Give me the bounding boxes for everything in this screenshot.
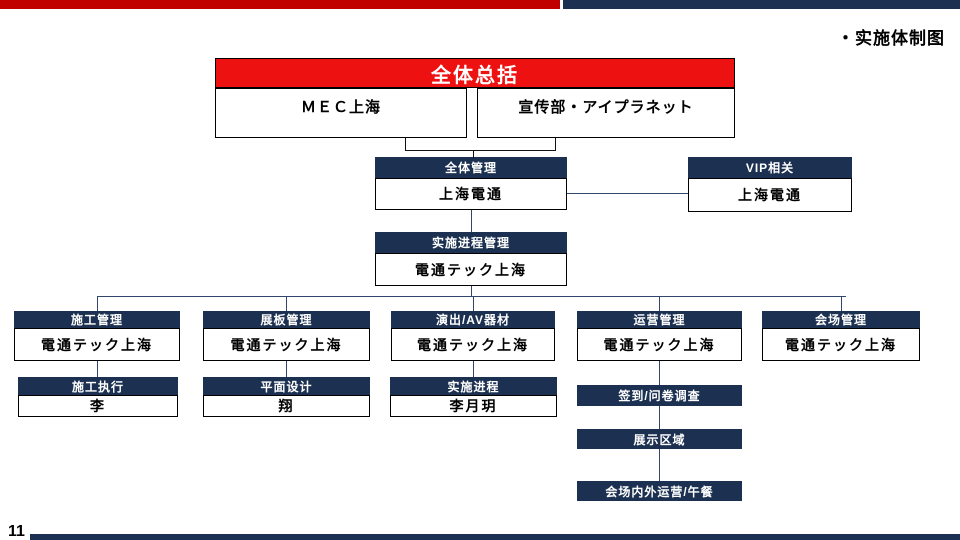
connector-trunk <box>97 296 846 297</box>
connector-drop-5 <box>841 296 842 311</box>
connector-trunk-stub <box>471 286 472 296</box>
org-sub-construction-exec-body: 李 <box>18 395 178 417</box>
page-number: 11 <box>8 523 25 540</box>
connector-vip <box>567 193 688 194</box>
org-branch-venue-body: 電通テック上海 <box>762 328 920 361</box>
connector-drop-1 <box>97 296 98 311</box>
org-overall-management-body: 上海電通 <box>375 178 567 210</box>
org-branch-operation-title: 运营管理 <box>577 311 742 328</box>
org-branch-venue-title: 会场管理 <box>762 311 920 328</box>
connector-process-drop <box>471 210 472 232</box>
connector-sub-2 <box>286 361 287 377</box>
org-branch-av-body: 電通テック上海 <box>391 328 555 361</box>
slide-title: ・实施体制图 <box>837 29 945 48</box>
org-branch-panel-body: 電通テック上海 <box>203 328 370 361</box>
top-bar-navy <box>563 0 960 9</box>
org-bar-venue-ops-lunch: 会场内外运营/午餐 <box>577 481 742 501</box>
connector-operation-chain <box>659 361 660 481</box>
connector-root-horizontal <box>405 150 556 151</box>
connector-root-right <box>555 138 556 150</box>
org-vip-body: 上海電通 <box>688 178 852 212</box>
org-overall-management-title: 全体管理 <box>375 157 567 178</box>
org-branch-av-title: 演出/AV器材 <box>391 311 555 328</box>
org-root-left-member: ＭＥＣ上海 <box>215 88 467 138</box>
org-sub-graphic-design-body: 翔 <box>203 395 370 417</box>
org-root-right-member: 宣传部・アイプラネット <box>477 88 735 138</box>
connector-sub-3 <box>473 361 474 377</box>
org-sub-process-body: 李月玥 <box>390 395 557 417</box>
top-bar-red <box>0 0 560 9</box>
org-branch-construction-title: 施工管理 <box>14 311 180 328</box>
org-process-management-body: 電通テック上海 <box>375 253 567 286</box>
connector-root-left <box>405 138 406 150</box>
org-process-management-title: 实施进程管理 <box>375 232 567 253</box>
org-bar-checkin-survey: 签到/问卷调查 <box>577 385 742 406</box>
connector-drop-3 <box>473 296 474 311</box>
org-sub-process-title: 实施进程 <box>390 377 557 395</box>
connector-drop-4 <box>659 296 660 311</box>
org-branch-construction-body: 電通テック上海 <box>14 328 180 361</box>
org-root-title: 全体总括 <box>215 58 735 88</box>
org-vip-title: VIP相关 <box>688 157 852 178</box>
connector-drop-2 <box>286 296 287 311</box>
bottom-bar <box>30 534 960 540</box>
org-sub-graphic-design-title: 平面设计 <box>203 377 370 395</box>
org-branch-operation-body: 電通テック上海 <box>577 328 742 361</box>
org-bar-exhibit-area: 展示区域 <box>577 429 742 449</box>
org-branch-panel-title: 展板管理 <box>203 311 370 328</box>
connector-root-drop <box>473 150 474 158</box>
connector-sub-1 <box>97 361 98 377</box>
org-sub-construction-exec-title: 施工执行 <box>18 377 178 395</box>
